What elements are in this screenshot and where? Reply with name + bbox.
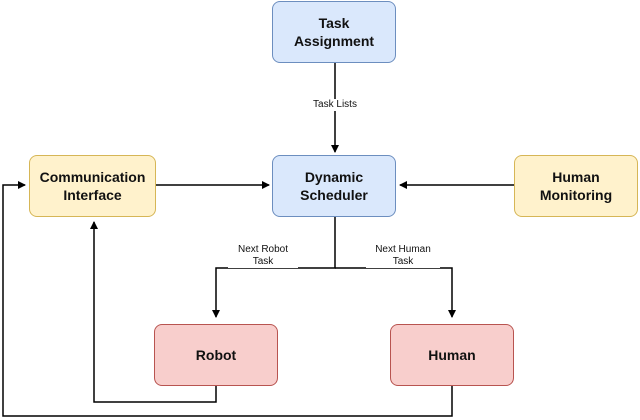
task-assignment-label: Task Assignment [293,15,375,49]
robot-node[interactable]: Robot [154,324,278,386]
communication-interface-label: Communication Interface [39,169,146,203]
next-robot-task-label: Next Robot Task [228,244,298,268]
edge-robot-to-communication [90,221,217,403]
edge-next-robot-task [212,217,336,318]
robot-label: Robot [195,347,237,363]
task-assignment-node[interactable]: Task Assignment [272,1,396,63]
dynamic-scheduler-label: Dynamic Scheduler [300,169,368,203]
human-node[interactable]: Human [390,324,514,386]
next-human-task-label: Next Human Task [366,244,440,268]
dynamic-scheduler-node[interactable]: Dynamic Scheduler [272,155,396,217]
human-monitoring-node[interactable]: Human Monitoring [514,155,638,217]
edge-next-human-task [335,267,456,318]
communication-interface-node[interactable]: Communication Interface [29,155,156,217]
edge-human-to-communication [2,181,453,417]
human-monitoring-label: Human Monitoring [539,169,613,203]
task-lists-label: Task Lists [302,99,368,111]
human-label: Human [428,347,476,363]
